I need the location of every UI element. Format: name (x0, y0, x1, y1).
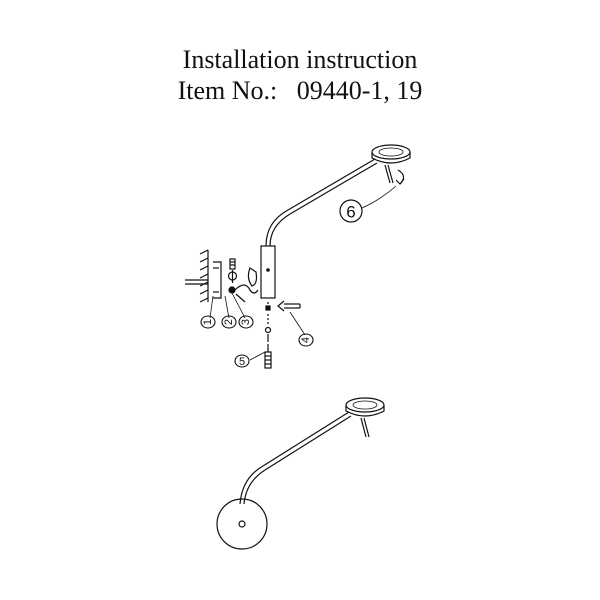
step-label-2: 2 (223, 319, 235, 325)
mounting-bracket (213, 261, 222, 299)
lamp-arm-top (265, 158, 378, 247)
exploded-view (185, 144, 411, 369)
assembled-lamp (216, 397, 385, 550)
insert-arrow-icon (277, 300, 301, 312)
set-screw (264, 302, 272, 342)
step-label-4: 4 (300, 337, 312, 343)
plate-screw-icon (238, 520, 246, 528)
mounting-box (260, 245, 276, 299)
step-label-6: 6 (346, 203, 355, 222)
item-number-line: Item No.: 09440-1, 19 (0, 76, 600, 106)
item-label: Item No.: (177, 76, 278, 105)
lamp-arm-bottom (239, 411, 352, 505)
item-number: 09440-1, 19 (296, 76, 423, 105)
step-callout-5: 5 (234, 354, 250, 368)
page-title: Installation instruction (182, 45, 418, 74)
step-label-1: 1 (202, 319, 214, 325)
rotate-arrow-icon (397, 169, 405, 185)
step-callout-1: 1 (200, 315, 216, 329)
rotate-arrowhead-icon (395, 178, 405, 185)
lamp-head-top (371, 144, 411, 184)
step-label-3: 3 (240, 319, 252, 325)
step-callout-3: 3 (238, 315, 254, 329)
screw-part (227, 258, 238, 283)
lamp-head-bottom (345, 397, 385, 438)
step-callout-6: 6 (339, 199, 363, 223)
wall-section (185, 249, 209, 303)
round-wall-plate (216, 498, 268, 550)
step-callout-2: 2 (221, 315, 237, 329)
step-callout-4: 4 (298, 333, 314, 347)
screwdriver-icon (264, 344, 272, 369)
wire-connector (228, 267, 259, 303)
step-label-5: 5 (239, 356, 245, 368)
